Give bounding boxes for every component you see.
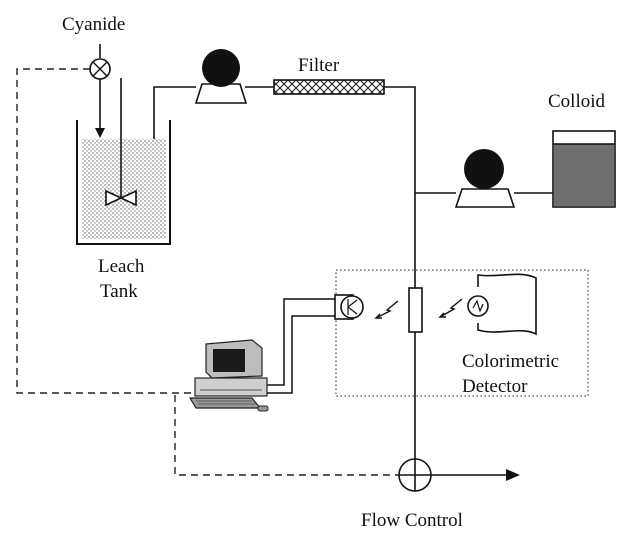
flow-control-valve — [398, 458, 520, 492]
mouse-icon — [257, 405, 269, 412]
colorimetric-label: Colorimetric — [462, 351, 559, 372]
tank-outlet-pipe — [153, 86, 196, 139]
pump-2 — [454, 149, 516, 208]
flow-control-label: Flow Control — [361, 510, 463, 531]
colloid-reservoir — [552, 130, 616, 208]
light-beam-1 — [439, 298, 463, 318]
light-beam-2 — [375, 300, 399, 319]
leach-tank — [76, 78, 171, 245]
leach-label: Leach — [98, 256, 145, 277]
filter — [273, 79, 385, 95]
detector-enclosure — [335, 269, 589, 397]
light-source — [467, 273, 537, 336]
signal-wire-1 — [266, 298, 335, 386]
arrow-down-icon — [95, 128, 105, 138]
stirrer-icon — [105, 189, 137, 207]
filter-label: Filter — [298, 55, 340, 76]
tank-label: Tank — [100, 281, 138, 302]
flow-cell — [408, 287, 423, 333]
keyboard-icon — [188, 397, 262, 409]
cyanide-control-line — [16, 68, 192, 394]
photodetector — [334, 294, 364, 320]
outlet-arrow-icon — [506, 469, 520, 481]
signal-wire-2 — [266, 315, 335, 394]
detector-label: Detector — [462, 376, 528, 397]
colloid-label: Colloid — [548, 91, 606, 112]
main-line — [384, 86, 416, 460]
flow-control-line — [174, 395, 399, 476]
cyanide-label: Cyanide — [62, 14, 125, 35]
pump-1 — [194, 49, 248, 104]
computer — [188, 339, 269, 412]
phototransistor-icon — [347, 299, 358, 315]
cyanide-valve — [89, 44, 111, 138]
